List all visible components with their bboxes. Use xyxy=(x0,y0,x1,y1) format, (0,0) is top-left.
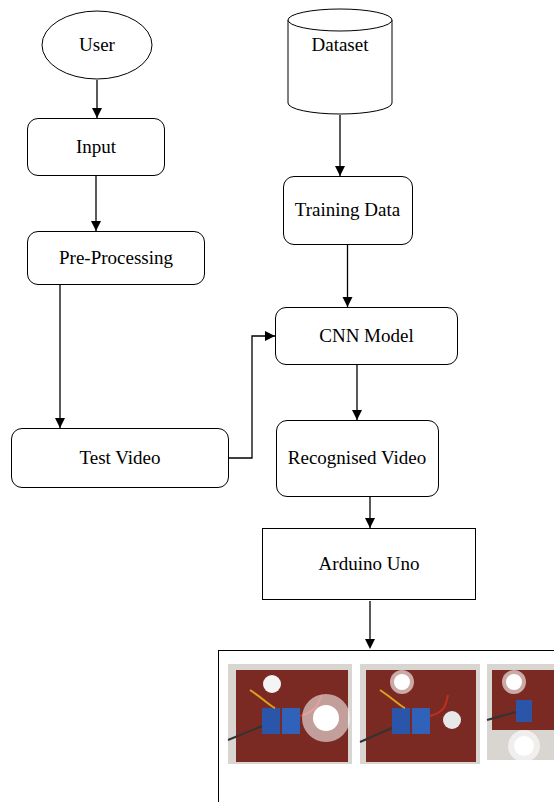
arrow-head xyxy=(335,166,345,176)
node-label: CNN Model xyxy=(319,325,413,348)
node-label: Pre-Processing xyxy=(59,247,173,270)
process-box: CNN Model xyxy=(275,307,458,365)
cylinder-outline xyxy=(287,8,393,115)
flow-arrow xyxy=(92,80,102,118)
output-arrow xyxy=(369,601,370,640)
flow-arrow xyxy=(343,245,353,307)
node-label: User xyxy=(79,34,115,57)
flow-arrow xyxy=(335,115,345,176)
arrow-head xyxy=(365,639,375,649)
node-label: Recognised Video xyxy=(288,447,426,470)
connector-line xyxy=(59,285,60,428)
arrow-head xyxy=(352,410,362,420)
flow-arrow xyxy=(352,365,362,420)
process-box: Input xyxy=(27,118,165,176)
photo-panel xyxy=(219,651,554,802)
flow-arrow xyxy=(55,285,65,428)
arrow-head xyxy=(92,108,102,118)
arrow-head xyxy=(265,331,275,341)
node-label: Training Data xyxy=(295,199,400,222)
hardware-box: Arduino Uno xyxy=(262,528,476,600)
arrow-head xyxy=(365,518,375,528)
node-label: Test Video xyxy=(79,447,160,470)
node-label: Arduino Uno xyxy=(319,553,420,576)
process-box: Pre-Processing xyxy=(27,231,205,285)
flow-arrow xyxy=(365,497,375,528)
node-label: Input xyxy=(76,136,116,159)
process-box: Test Video xyxy=(11,428,229,488)
actor-ellipse: User xyxy=(41,10,153,80)
circuit-photo xyxy=(360,664,480,764)
arrow-head xyxy=(91,221,101,231)
process-box: Recognised Video xyxy=(276,420,439,497)
connector-line xyxy=(229,336,275,458)
circuit-photo xyxy=(487,664,554,762)
circuit-photo xyxy=(228,664,352,764)
process-box: Training Data xyxy=(283,176,413,245)
flow-arrow xyxy=(91,176,101,231)
arrow-head xyxy=(55,418,65,428)
node-label: Dataset xyxy=(312,34,369,57)
arrow-head xyxy=(343,297,353,307)
database-cylinder: Dataset xyxy=(287,8,393,115)
flow-arrow xyxy=(229,331,275,458)
